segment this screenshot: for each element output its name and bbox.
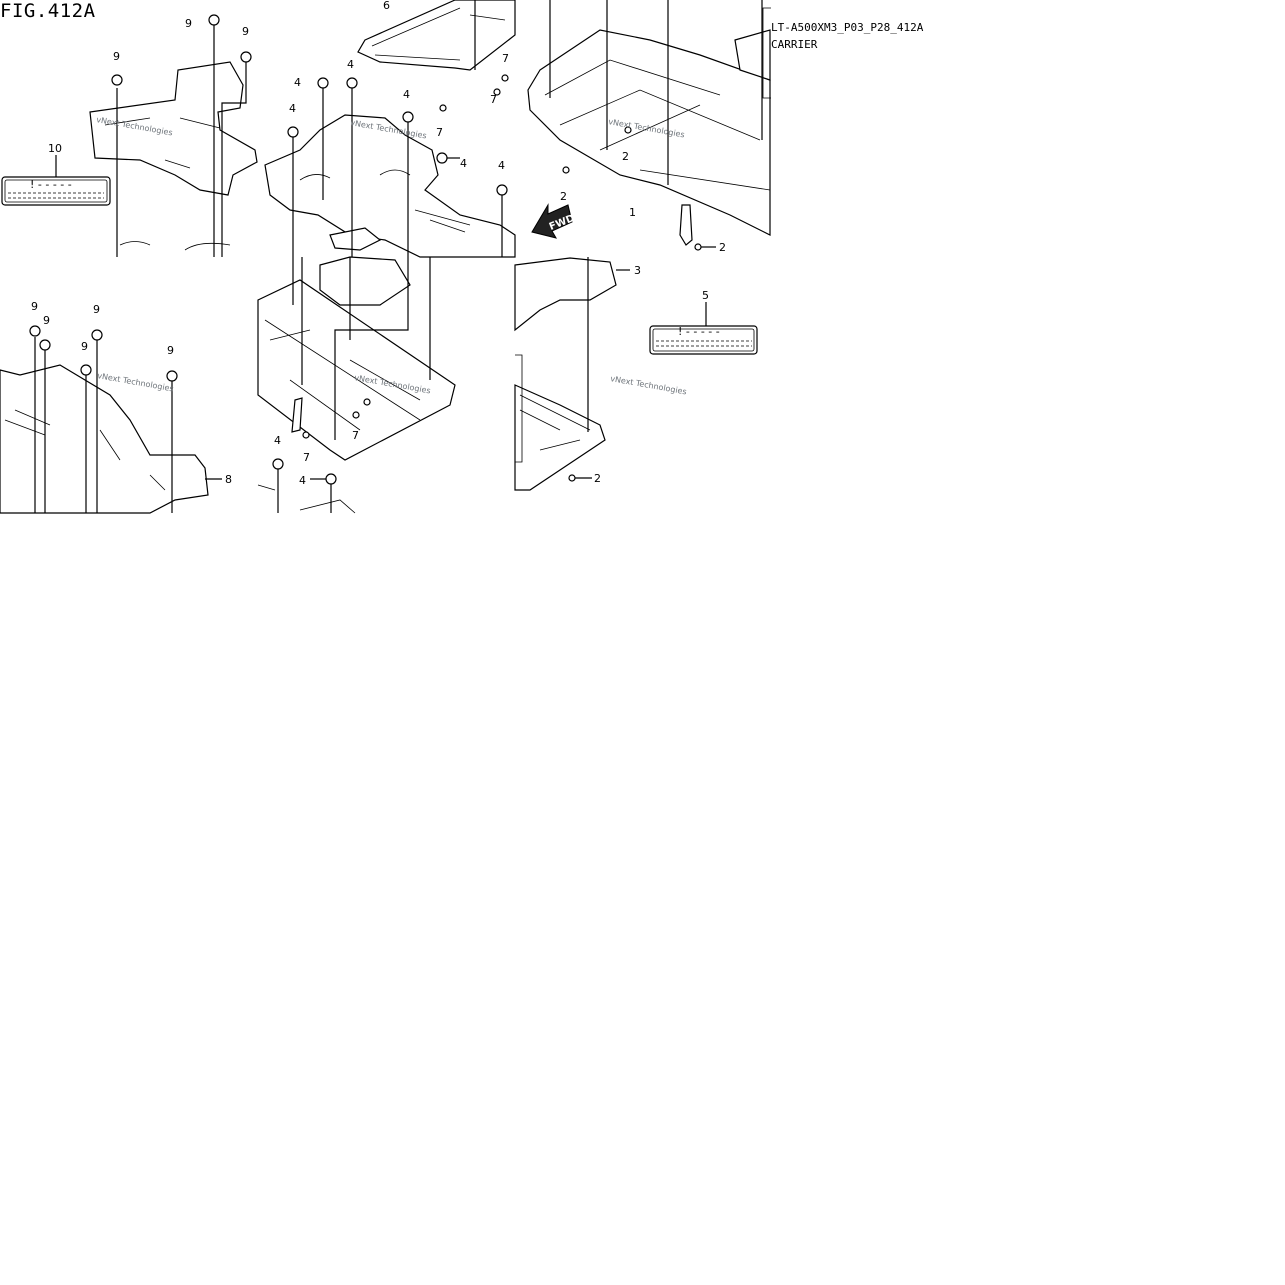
callout-6: 6 (383, 0, 390, 12)
callout-9-f: 9 (81, 340, 88, 353)
bolt-9-d (29, 325, 41, 337)
front-fender-bottom-left (0, 364, 209, 514)
nut-4-h (325, 473, 337, 485)
callout-5: 5 (702, 289, 709, 302)
callout-9-b: 9 (113, 50, 120, 63)
watermark-6: vNext Technologies (610, 374, 688, 396)
nut-4-g (272, 458, 284, 470)
nut-4-a (287, 126, 299, 138)
bolt-9-c (240, 51, 252, 63)
callout-9-d: 9 (31, 300, 38, 313)
nut-4-d (402, 111, 414, 123)
callout-9-c: 9 (242, 25, 249, 38)
bolt-2-a (624, 126, 632, 134)
callout-4-g: 4 (274, 434, 281, 447)
callout-2-d: 2 (594, 472, 601, 485)
warning-label-5: ! - - - - - (649, 325, 758, 355)
callout-8: 8 (225, 473, 232, 486)
bolt-2-d (568, 474, 576, 482)
carrier-frame-top-right (527, 29, 771, 246)
bolt-7-d (302, 431, 310, 439)
callout-2-b: 2 (560, 190, 567, 203)
nut-4-b (317, 77, 329, 89)
fwd-arrow: FWD (531, 203, 576, 239)
callout-4-f: 4 (498, 159, 505, 172)
callout-4-c: 4 (347, 58, 354, 71)
rear-fender-top-left (89, 61, 258, 251)
callout-9-a: 9 (185, 17, 192, 30)
callout-7-b: 7 (490, 93, 497, 106)
nut-4-e (436, 152, 448, 164)
bolt-2-b (562, 166, 570, 174)
warning-label-10: ! - - - - - (1, 176, 111, 206)
warning-label-marks: ! - - - - - (30, 178, 72, 191)
bolt-9-f (80, 364, 92, 376)
watermark-4: vNext Technologies (97, 371, 175, 393)
callout-4-b: 4 (294, 76, 301, 89)
callout-1: 1 (629, 206, 636, 219)
callout-7-c: 7 (502, 52, 509, 65)
rear-carrier-top (357, 0, 516, 71)
bolt-7-a (439, 104, 447, 112)
rear-fender-bottom-right (514, 257, 617, 491)
bolt-7-c (501, 74, 509, 82)
bolt-9-e (39, 339, 51, 351)
bolt-7-b (493, 88, 501, 96)
callout-7-e: 7 (352, 429, 359, 442)
callout-4-a: 4 (289, 102, 296, 115)
front-fender-top (264, 114, 516, 258)
callout-4-h: 4 (299, 474, 306, 487)
callout-4-e: 4 (460, 157, 467, 170)
callout-10: 10 (48, 142, 62, 155)
carrier-frame-bottom-middle (257, 256, 456, 461)
bolt-2-c (694, 243, 702, 251)
callout-2-a: 2 (622, 150, 629, 163)
model-code: LT-A500XM3_P03_P28_412A (771, 21, 924, 34)
callout-9-h: 9 (167, 344, 174, 357)
callout-3: 3 (634, 264, 641, 277)
callout-9-g: 9 (93, 303, 100, 316)
bolt-9-a (111, 74, 123, 86)
callout-2-c: 2 (719, 241, 726, 254)
bolt-7-f (363, 398, 371, 406)
callout-7-a: 7 (436, 126, 443, 139)
callout-9-e: 9 (43, 314, 50, 327)
callout-4-d: 4 (403, 88, 410, 101)
callout-7-d: 7 (303, 451, 310, 464)
warning-label-marks-5: ! - - - - - (678, 325, 720, 338)
bolt-9-b (208, 14, 220, 26)
nut-4-c (346, 77, 358, 89)
bolt-7-e (352, 411, 360, 419)
bolt-9-g (91, 329, 103, 341)
section-name: CARRIER (771, 38, 818, 51)
nut-4-f (496, 184, 508, 196)
bolt-9-h (166, 370, 178, 382)
figure-title: FIG.412A (0, 0, 96, 22)
